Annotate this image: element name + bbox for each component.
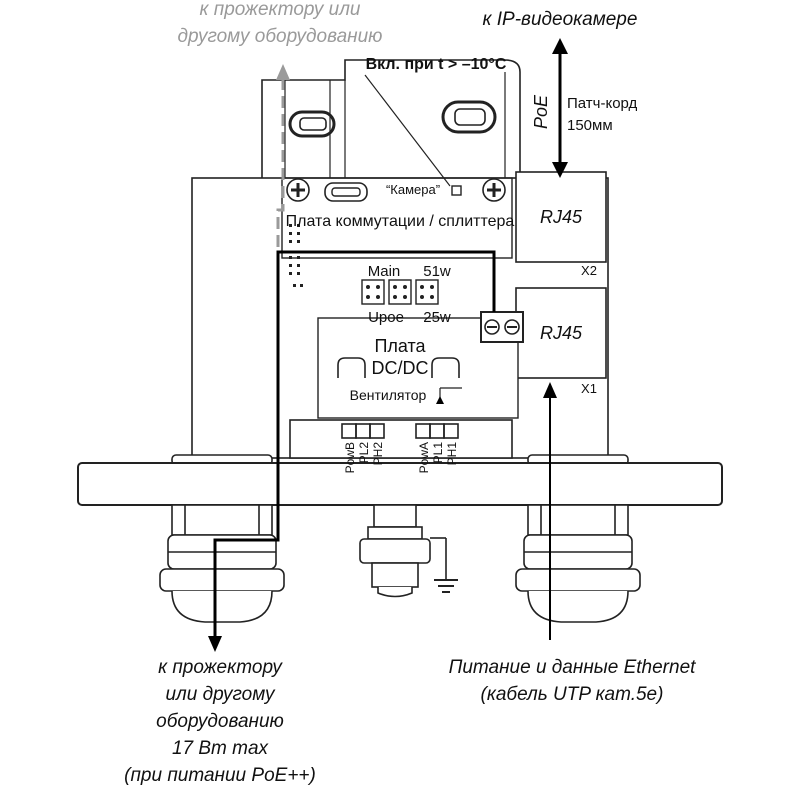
jumper-pins — [366, 285, 434, 299]
bottom-left-label-5: (при питании PoE++) — [124, 765, 316, 786]
w25-label: 25w — [423, 309, 451, 326]
terminal-label-ph2: PH2 — [371, 442, 385, 466]
top-right-label: к IP-видеокамере — [483, 9, 638, 30]
dcdc-label-1: Плата — [374, 336, 426, 356]
screw-terminal — [480, 311, 524, 343]
poe-label: PoE — [531, 94, 551, 129]
main-label: Main — [368, 263, 401, 280]
grey-arrow-icon — [276, 64, 290, 80]
top-left-label-2: другому оборудованию — [178, 26, 383, 47]
patch-cord-label-2: 150мм — [567, 117, 613, 134]
terminal-label-powa: PowA — [417, 442, 431, 473]
wires — [213, 50, 562, 640]
top-left-label-1: к прожектору или — [200, 0, 361, 20]
x2-label: X2 — [581, 263, 597, 278]
dcdc-label-2: DC/DC — [372, 358, 429, 378]
camera-jumper-label: “Камера” — [386, 182, 440, 197]
x1-label: X1 — [581, 381, 597, 396]
fan-label: Вентилятор — [350, 387, 427, 403]
heater-label: Вкл. при t > –10°С — [366, 56, 507, 73]
rj45-connectors — [515, 171, 607, 379]
arrow-icon — [208, 38, 568, 652]
patch-cord-label-1: Патч-корд — [567, 95, 638, 112]
terminal-strip — [289, 419, 513, 459]
bottom-left-label-2: или другому — [165, 684, 276, 705]
ground-icon — [434, 579, 458, 593]
bottom-left-label-3: оборудованию — [156, 711, 284, 732]
board-title: Плата коммутации / сплиттера — [286, 213, 515, 230]
cable-gland-right — [515, 504, 641, 623]
terminal-label-ph1: PH1 — [445, 442, 459, 466]
terminal-label-pl1: PL1 — [431, 442, 445, 464]
cable-gland-left — [159, 504, 285, 623]
bottom-left-label-1: к прожектору — [158, 657, 283, 678]
ground-bolt — [359, 504, 447, 598]
dashed-wire — [276, 78, 285, 252]
terminal-label-powb: PowB — [343, 442, 357, 473]
camera-jumper-icon — [451, 185, 462, 196]
rj45-top-label: RJ45 — [540, 207, 583, 227]
w51-label: 51w — [423, 263, 451, 280]
switching-board — [281, 177, 513, 259]
jumper-block — [361, 279, 439, 305]
bottom-right-label-1: Питание и данные Ethernet — [449, 657, 697, 678]
mounting-bracket — [261, 59, 521, 181]
bottom-right-label-2: (кабель UTP кат.5е) — [481, 684, 664, 705]
upoe-label: Upoe — [368, 309, 404, 326]
terminal-labels: PowB PL2 PH2 PowA PL1 PH1 — [343, 442, 459, 474]
rj45-bottom-label: RJ45 — [540, 323, 583, 343]
bottom-left-label-4: 17 Вт max — [172, 738, 270, 759]
terminal-label-pl2: PL2 — [357, 442, 371, 464]
